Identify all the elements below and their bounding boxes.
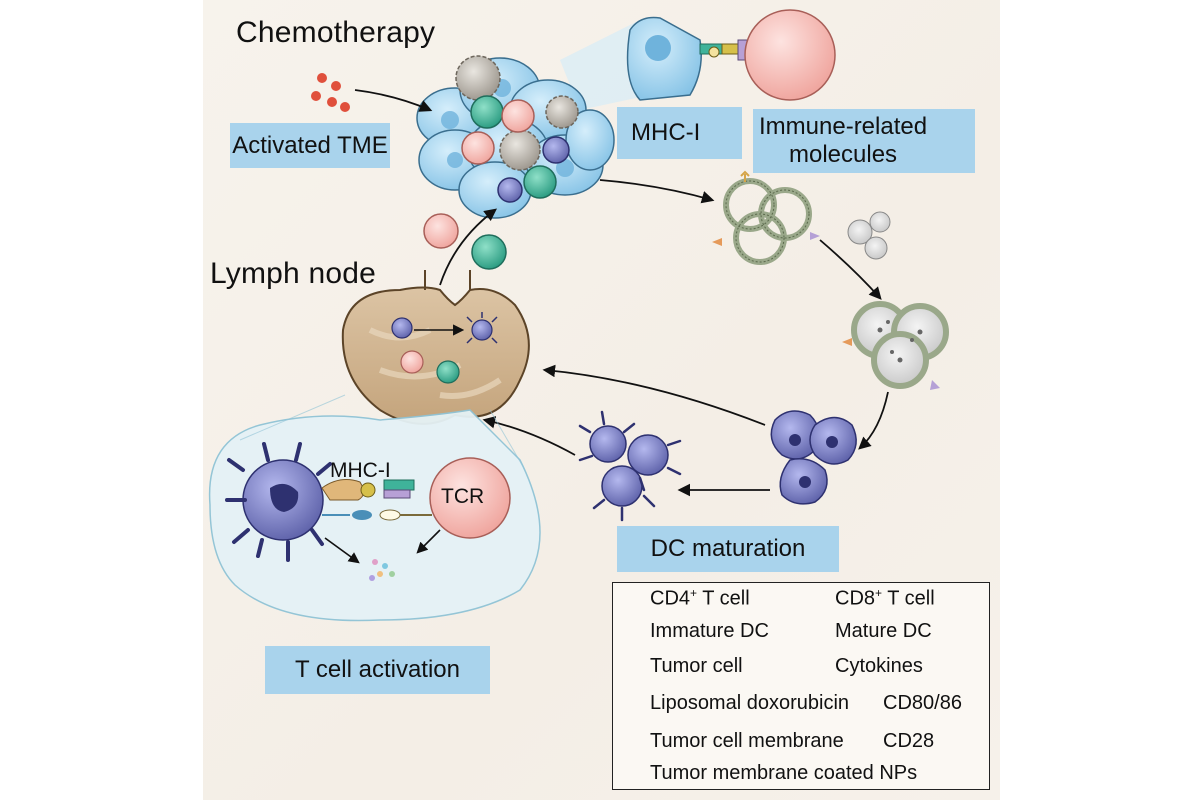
- mhc-i-zoom-inset: [626, 9, 836, 101]
- chemotherapy-title: Chemotherapy: [236, 16, 436, 49]
- lymph-node-title: Lymph node: [210, 257, 377, 290]
- arrow-dc-to-lymph-node-top: [542, 364, 766, 426]
- liposomal-doxorubicin-dots: [311, 73, 350, 112]
- arrow-lymph-to-tumor: [439, 208, 498, 286]
- arrow-mature-dc-to-lymph-node: [482, 416, 576, 456]
- arrow-tumor-to-membrane: [599, 179, 715, 204]
- legend-cd4-label: CD4+ T cell: [650, 586, 750, 610]
- tumor-cluster: [416, 20, 650, 219]
- cd8-t-cell-migrating: [423, 213, 459, 249]
- tcr-label: TCR: [441, 485, 485, 508]
- immune-related-molecules-label-box: Immune-related molecules: [753, 109, 975, 173]
- arrow-coated-nps-to-dc: [858, 391, 889, 450]
- t-cell-activation-inset: [208, 409, 541, 622]
- mature-dcs: [578, 410, 682, 522]
- immature-dcs: [770, 410, 857, 505]
- legend: [612, 582, 990, 790]
- mhc-i-label: MHC-I: [631, 119, 701, 146]
- arrow-membrane-to-coated-nps: [819, 239, 882, 300]
- mhc-i-label-box: MHC-I: [617, 107, 742, 159]
- doxorubicin-nps: [847, 211, 891, 260]
- molecules-label: molecules: [789, 141, 898, 168]
- immune-related-label: Immune-related: [759, 113, 928, 140]
- mhc-i-inset-label: MHC-I: [330, 459, 391, 482]
- tumor-cell-membranes: [712, 170, 820, 265]
- legend-tumor-cell-membrane-label: Tumor cell membrane: [650, 730, 844, 752]
- tumor-membrane-coated-nps: [842, 301, 949, 390]
- inset-connector: [239, 394, 526, 471]
- legend-cytokines-label: Cytokines: [835, 655, 923, 677]
- cd4-t-cell-migrating: [471, 234, 507, 270]
- legend-tumor-membrane-coated-nps-label: Tumor membrane coated NPs: [650, 762, 918, 784]
- legend-liposomal-doxorubicin-label: Liposomal doxorubicin: [650, 692, 850, 714]
- legend-mature-dc-label: Mature DC: [835, 620, 932, 642]
- legend-immature-dc-label: Immature DC: [650, 620, 769, 642]
- arrow-dox-to-tumor: [354, 89, 433, 112]
- legend-tumor-cell-label: Tumor cell: [650, 655, 743, 677]
- legend-cd80-86-label: CD80/86: [883, 692, 962, 714]
- activated-tme-label: Activated TME: [230, 123, 390, 168]
- legend-cd28-label: CD28: [883, 730, 935, 752]
- lymph-node: [341, 270, 530, 425]
- legend-cd8-label: CD8+ T cell: [835, 586, 935, 610]
- t-cell-activation-label: T cell activation: [265, 646, 490, 694]
- dc-maturation-label: DC maturation: [617, 526, 839, 572]
